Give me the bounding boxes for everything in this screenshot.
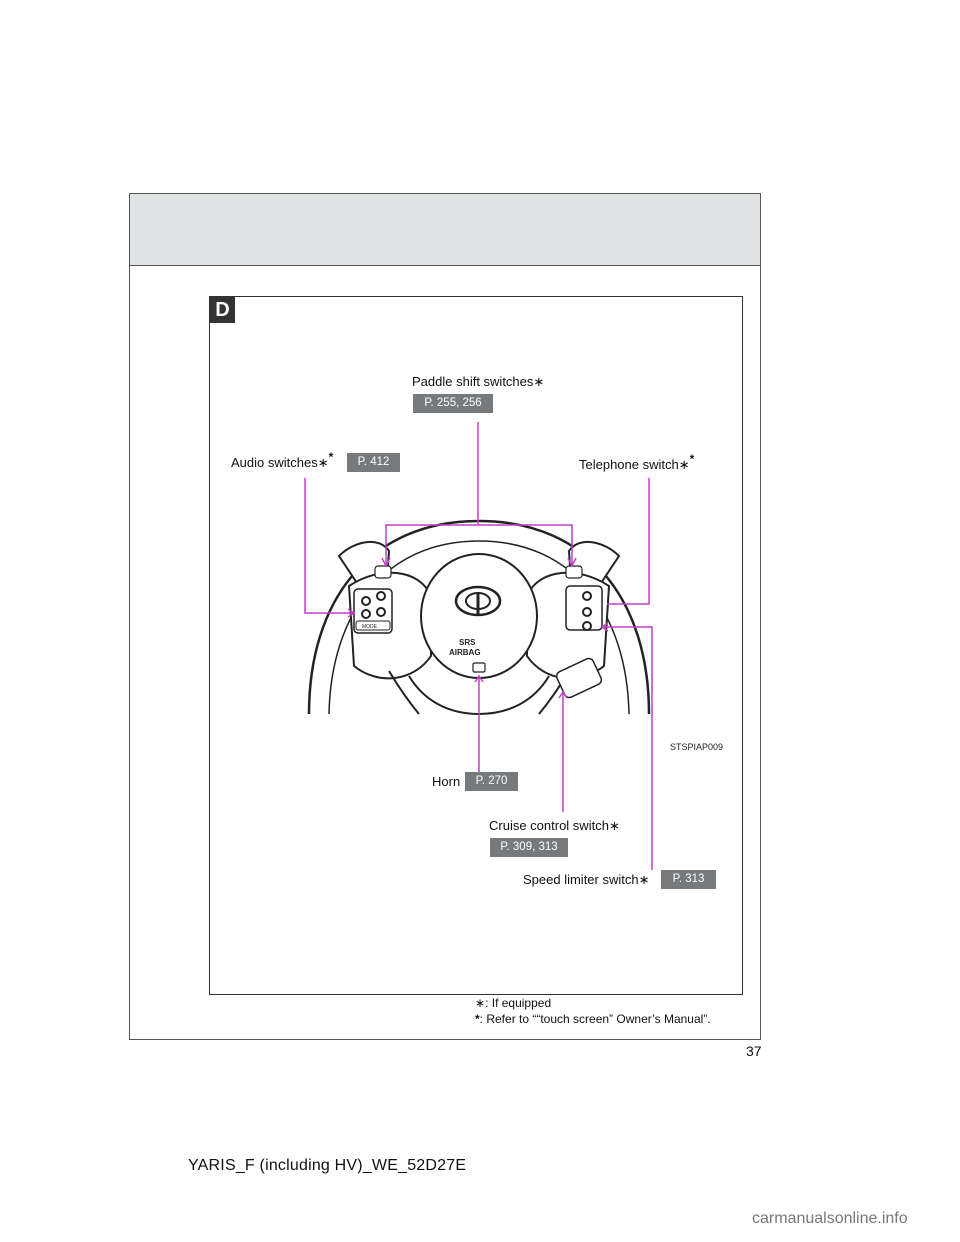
section-tab: D [210,297,235,323]
airbag-text: AIRBAG [449,648,481,657]
footnote-text: : Refer to ““touch screen” Owner’s Manua… [479,1012,711,1026]
footnote-touchscreen: *: Refer to ““touch screen” Owner’s Manu… [475,1012,711,1026]
cruise-control-label: Cruise control switch∗ [489,818,620,834]
equipped-mark: ∗ [317,455,329,470]
mode-text: MODE [362,624,378,630]
touchscreen-mark: * [328,450,334,464]
footnote-mark: * [475,1012,480,1026]
page-number: 37 [746,1043,762,1059]
equipped-mark: ∗ [678,457,690,472]
srs-text: SRS [459,638,476,647]
paddle-shift-page-ref[interactable]: P. 255, 256 [413,394,493,413]
footnote-equipped: ∗: If equipped [475,996,551,1010]
touchscreen-mark: * [689,452,695,466]
telephone-switch-label: Telephone switch∗* [579,452,694,473]
cruise-control-text: Cruise control switch [489,818,609,833]
paddle-shift-text: Paddle shift switches [412,374,534,389]
horn-page-ref[interactable]: P. 270 [465,772,518,791]
equipped-mark: ∗ [533,374,545,389]
paddle-shift-label: Paddle shift switches∗ [412,374,544,390]
watermark: carmanualsonline.info [752,1210,908,1227]
horn-label: Horn [432,774,461,789]
speed-limiter-page-ref[interactable]: P. 313 [661,870,716,889]
page-frame [129,193,761,1040]
equipped-mark: ∗ [608,818,620,833]
figure-code: STSPIAP009 [670,742,724,752]
telephone-switch-text: Telephone switch [579,457,679,472]
equipped-mark: ∗ [638,872,650,887]
speed-limiter-label: Speed limiter switch∗ [523,872,650,888]
footnote-text: : If equipped [485,996,552,1010]
steering-wheel-diagram: SRS AIRBAG MODE [304,422,653,870]
audio-switches-text: Audio switches [231,455,318,470]
leader-lines [304,422,653,870]
header-band [130,194,760,266]
document-id: YARIS_F (including HV)_WE_52D27E [188,1157,467,1174]
cruise-control-page-ref[interactable]: P. 309, 313 [490,838,568,857]
audio-switches-page-ref[interactable]: P. 412 [347,453,400,472]
audio-switches-label: Audio switches∗* [231,450,333,471]
speed-limiter-text: Speed limiter switch [523,872,639,887]
footnote-mark: ∗ [475,996,486,1010]
